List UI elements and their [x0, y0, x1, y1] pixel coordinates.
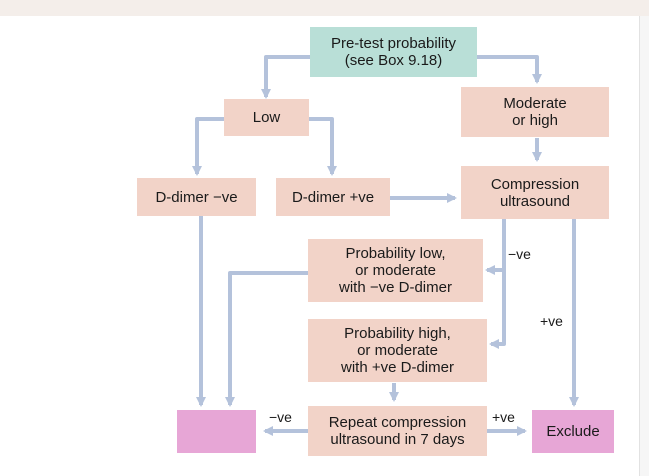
repeat-compression-box: Repeat compression ultrasound in 7 days	[308, 406, 487, 456]
low-box: Low	[224, 99, 309, 136]
arrow-pretest-to-low	[261, 55, 310, 99]
probability-high-box: Probability high, or moderate with +ve D…	[308, 319, 487, 382]
moderate-high-box: Moderate or high	[461, 87, 609, 137]
repeat-line1: Repeat compression	[328, 414, 467, 431]
right-edge-strip	[639, 16, 649, 476]
ddimer-negative-label: D-dimer −ve	[155, 188, 238, 206]
prob-low-line3: with −ve D-dimer	[339, 279, 452, 296]
repeat-positive-edge-label: +ve	[492, 409, 515, 425]
probability-low-box: Probability low, or moderate with −ve D-…	[308, 239, 483, 302]
arrow-prob-low-to-treat	[225, 271, 308, 407]
compression-line1: Compression	[490, 175, 580, 193]
pretest-line2: (see Box 9.18)	[344, 52, 443, 69]
compression-ultrasound-box: Compression ultrasound	[461, 166, 609, 219]
repeat-negative-edge-label: −ve	[269, 409, 292, 425]
treat-box	[177, 410, 256, 453]
arrow-compression-neg-to-prob-high	[489, 219, 506, 349]
ddimer-positive-box: D-dimer +ve	[276, 178, 390, 216]
prob-low-line1: Probability low,	[345, 245, 446, 262]
ddimer-negative-box: D-dimer −ve	[137, 178, 256, 216]
moderate-high-line2: or high	[512, 112, 558, 129]
compression-negative-edge-label: −ve	[508, 246, 531, 262]
top-strip	[0, 0, 649, 16]
compression-positive-edge-label: +ve	[540, 313, 563, 329]
exclude-label: Exclude	[546, 423, 600, 440]
moderate-high-line1: Moderate	[503, 95, 567, 112]
repeat-line2: ultrasound in 7 days	[330, 431, 465, 448]
low-label: Low	[252, 109, 281, 126]
arrow-low-to-ddimer-neg	[192, 117, 224, 176]
prob-high-line2: or moderate	[357, 342, 438, 359]
compression-line2: ultrasound	[499, 192, 571, 210]
prob-high-line1: Probability high,	[344, 325, 451, 342]
arrow-pretest-to-moderate	[477, 55, 542, 84]
prob-low-line2: or moderate	[355, 262, 436, 279]
pretest-line1: Pre-test probability	[330, 35, 457, 52]
exclude-box: Exclude	[532, 410, 614, 453]
pretest-probability-box: Pre-test probability (see Box 9.18)	[310, 27, 477, 77]
ddimer-positive-label: D-dimer +ve	[291, 188, 375, 206]
prob-high-line3: with +ve D-dimer	[341, 359, 454, 376]
arrow-low-to-ddimer-pos	[309, 117, 337, 176]
arrow-compression-neg-to-prob-low	[485, 219, 506, 275]
